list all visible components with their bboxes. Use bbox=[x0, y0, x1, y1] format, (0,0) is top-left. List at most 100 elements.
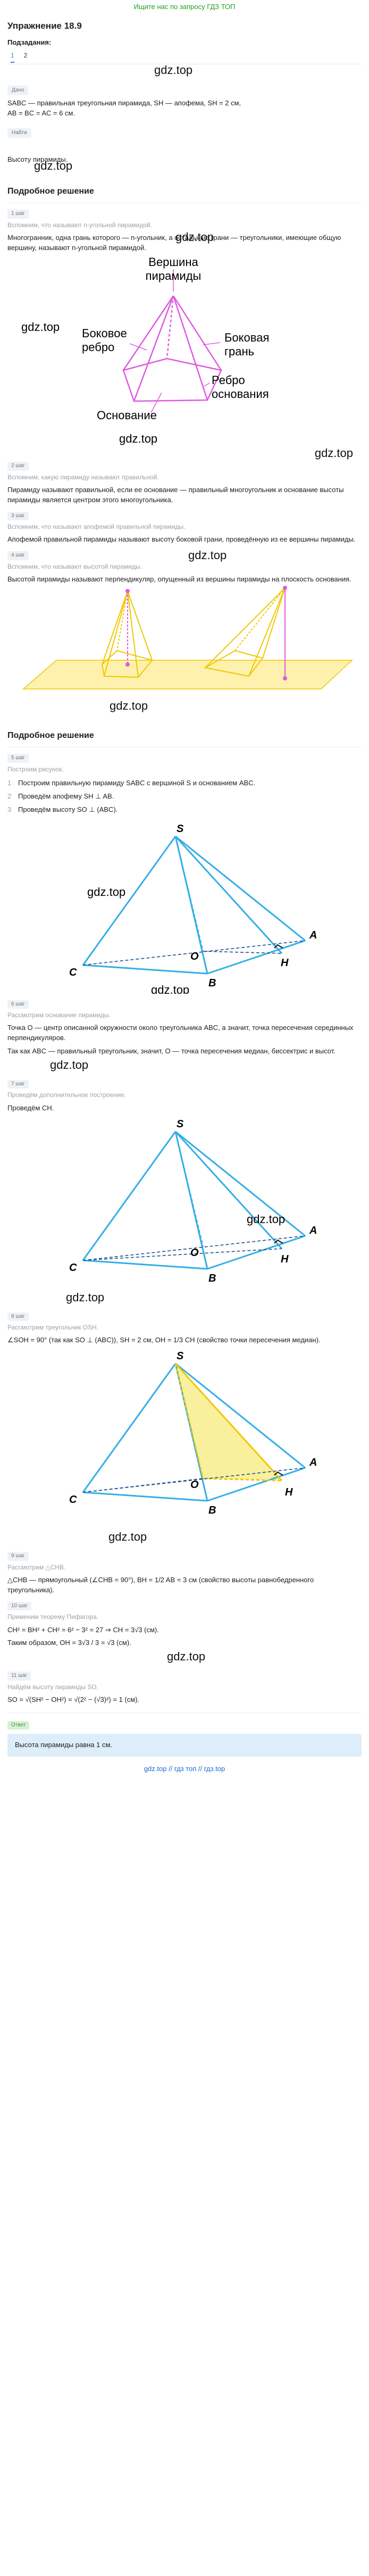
search-promo-link[interactable]: Ищите нас по запросу ГДЗ ТОП bbox=[133, 3, 236, 11]
step-2-text: Пирамиду называют правильной, если ее ос… bbox=[7, 485, 344, 504]
watermark: gdz.top bbox=[175, 230, 214, 244]
base-polygon bbox=[122, 358, 222, 402]
list-text: Построим правильную пирамиду SABC с верш… bbox=[18, 779, 256, 787]
watermark: gdz.top bbox=[110, 699, 148, 713]
apex-point-2 bbox=[283, 586, 287, 591]
list-text: Проведём апофему SH ⊥ AB. bbox=[18, 792, 114, 800]
height-diagram bbox=[22, 586, 353, 689]
edge-2 bbox=[133, 295, 174, 402]
pyramid-sabc-2: S A B C O H gdz.top bbox=[69, 1118, 317, 1284]
step-1-text: Многогранник, одна грань которого — n-уг… bbox=[7, 234, 341, 252]
point-o: O bbox=[190, 1479, 199, 1491]
point-o: O bbox=[190, 951, 199, 962]
side-edge-pointer bbox=[129, 343, 147, 351]
point-h: H bbox=[281, 1253, 289, 1265]
step-11-hint: Найдём высоту пирамиды SO. bbox=[7, 1683, 98, 1691]
answer-box: Высота пирамиды равна 1 см. bbox=[7, 1734, 362, 1757]
step-5-hint: Построим рисунок. bbox=[7, 765, 64, 773]
given-line-2: AB = BC = AC = 6 см. bbox=[7, 109, 76, 118]
side-edge-label-2: ребро bbox=[82, 340, 114, 354]
foot-point-2 bbox=[283, 676, 287, 681]
base-plane bbox=[22, 660, 353, 689]
watermark: gdz.top bbox=[151, 983, 189, 994]
point-h: H bbox=[281, 957, 289, 969]
watermark: gdz.top bbox=[21, 320, 60, 334]
solution-title: Подробное решение bbox=[7, 187, 94, 196]
step-9-text: △CHB — прямоугольный (∠CHB = 90°), BH = … bbox=[7, 1576, 314, 1594]
step-9-hint: Рассмотрим △CHB. bbox=[7, 1563, 66, 1571]
base-pointer bbox=[150, 392, 162, 413]
watermark: gdz.top bbox=[154, 63, 193, 77]
point-s: S bbox=[177, 1350, 184, 1362]
footer-links[interactable]: gdz.top // гдз топ // гдз.top bbox=[144, 1765, 225, 1773]
base-edge-label-2: основания bbox=[212, 387, 269, 401]
step-4-chip: 4 шаг bbox=[7, 551, 29, 560]
given-block: Дано SABC — правильная треугольная пирам… bbox=[7, 85, 362, 119]
apex-label-2: пирамиды bbox=[146, 269, 202, 282]
apex-label-1: Вершина bbox=[148, 255, 198, 269]
step-10-text-2: Таким образом, OH = 3√3 / 3 = √3 (см). bbox=[7, 1639, 131, 1647]
list-text: Проведём высоту SO ⊥ (ABC). bbox=[18, 805, 118, 813]
step-6-text-2: Так как ABC — правильный треугольник, зн… bbox=[7, 1047, 336, 1056]
tab-2[interactable]: 2 bbox=[23, 52, 28, 60]
answer-chip: Ответ bbox=[7, 1721, 30, 1730]
foot-point-1 bbox=[125, 662, 130, 667]
watermark: gdz.top bbox=[247, 1212, 285, 1226]
point-a: A bbox=[309, 929, 317, 941]
pyramid-diagram: Вершина пирамиды Боковое ребро Боковая г… bbox=[21, 255, 269, 445]
watermark: gdz.top bbox=[66, 1290, 105, 1304]
watermark: gdz.top bbox=[108, 1530, 147, 1544]
find-block: Найти Высоту пирамиды. bbox=[7, 127, 362, 165]
step-10-text-1: CH² = BH² + CH² = 6² − 3² = 27 ⇒ CH = 3√… bbox=[7, 1625, 159, 1634]
side-face-label-1: Боковая bbox=[224, 331, 269, 344]
subtasks-label: Подзадания: bbox=[7, 38, 52, 47]
edge-4 bbox=[172, 295, 222, 371]
step-6-chip: 6 шаг bbox=[7, 1000, 29, 1009]
point-s: S bbox=[177, 1118, 184, 1130]
point-c: C bbox=[69, 1494, 77, 1506]
step-3-chip: 3 шаг bbox=[7, 511, 29, 521]
step-7-chip: 7 шаг bbox=[7, 1079, 29, 1089]
base-edge-label-1: Ребро bbox=[212, 373, 245, 387]
step-7-hint: Проведём дополнительное построение. bbox=[7, 1091, 127, 1099]
tab-1[interactable]: 1 bbox=[11, 51, 14, 63]
step-3-hint: Вспомним, что называют апофемой правильн… bbox=[7, 523, 186, 531]
pyramid-sabc-1: S A B C O H gdz.top gdz.top bbox=[69, 823, 317, 994]
given-chip: Дано bbox=[7, 85, 29, 96]
step-6-text-1: Точка O — центр описанной окружности око… bbox=[7, 1024, 354, 1042]
side-face-pointer bbox=[203, 342, 221, 345]
base-edge-pointer bbox=[204, 383, 210, 387]
edge-1 bbox=[122, 295, 174, 371]
step-2-hint: Вспомним, какую пирамиду называют правил… bbox=[7, 473, 159, 481]
step-5-chip: 5 шаг bbox=[7, 754, 29, 763]
step-9-chip: 9 шаг bbox=[7, 1552, 29, 1561]
edge-3 bbox=[172, 295, 208, 401]
step-4-hint: Вспомним, что называют высотой пирамиды. bbox=[7, 562, 142, 570]
point-s: S bbox=[177, 823, 184, 835]
step-2-chip: 2 шаг bbox=[7, 462, 29, 471]
point-a: A bbox=[309, 1457, 317, 1468]
point-h: H bbox=[285, 1486, 293, 1498]
side-edge-label-1: Боковое bbox=[82, 327, 127, 340]
subtask-tabs: 1 2 bbox=[7, 51, 362, 63]
watermark: gdz.top bbox=[188, 549, 227, 562]
section-2-title: Подробное решение bbox=[7, 730, 94, 740]
watermark: gdz.top bbox=[314, 446, 353, 460]
list-number: 3 bbox=[7, 805, 12, 813]
step-10-chip: 10 шаг bbox=[7, 1601, 32, 1611]
step-3-text: Апофемой правильной пирамиды называют вы… bbox=[7, 535, 356, 544]
pyramid-1-base bbox=[101, 650, 153, 678]
step-8-chip: 8 шаг bbox=[7, 1312, 29, 1321]
step-7-text: Проведём CH. bbox=[7, 1103, 54, 1112]
step-6-hint: Рассмотрим основание пирамиды. bbox=[7, 1011, 111, 1019]
point-o: O bbox=[190, 1247, 199, 1259]
page-title: Упражнение 18.9 bbox=[7, 20, 82, 31]
step-4-text: Высотой пирамиды называют перпендикуляр,… bbox=[7, 575, 351, 584]
base-label: Основание bbox=[97, 409, 157, 422]
find-text: Высоту пирамиды. bbox=[7, 155, 68, 164]
watermark: gdz.top bbox=[34, 159, 73, 172]
watermark: gdz.top bbox=[50, 1058, 89, 1071]
